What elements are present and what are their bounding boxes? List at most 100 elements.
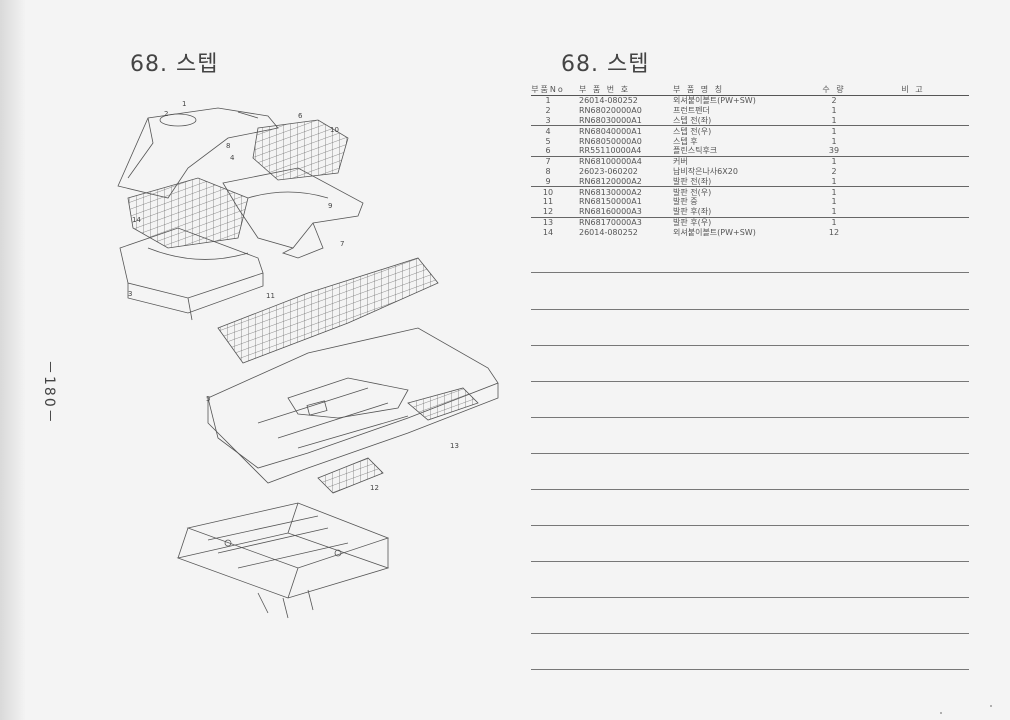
ruled-line bbox=[531, 633, 969, 634]
parts-table: 부품No 부 품 번 호 부 품 명 칭 수 량 비 고 1 26014-0802… bbox=[531, 84, 969, 237]
callout-labels: 1 2 3 4 5 6 7 8 9 10 11 12 13 14 bbox=[128, 100, 459, 492]
callout-6: 6 bbox=[298, 112, 303, 120]
cell-part-number: RN68120000A2 bbox=[579, 176, 642, 186]
header-part-name: 부 품 명 칭 bbox=[673, 85, 725, 94]
cell-part-name: 납비작은나사6X20 bbox=[673, 166, 738, 176]
header-no: 부품No bbox=[531, 85, 565, 94]
cell-no: 1 bbox=[545, 96, 551, 106]
cell-part-number: RN68050000A0 bbox=[579, 136, 642, 146]
scan-speck bbox=[990, 705, 992, 707]
cell-part-name: 발판 전(우) bbox=[673, 187, 712, 197]
cell-part-name: 발판 후(우) bbox=[673, 217, 712, 227]
cell-quantity: 1 bbox=[831, 207, 837, 217]
cell-part-number: RN68100000A4 bbox=[579, 157, 642, 167]
ruled-line bbox=[531, 597, 969, 598]
table-row: 5 RN68050000A0 스텝 후 1 bbox=[531, 136, 969, 146]
cell-part-number: RN68130000A2 bbox=[579, 187, 642, 197]
frame-drawing bbox=[176, 502, 390, 619]
table-row: 4 RN68040000A1 스텝 전(우) 1 bbox=[531, 126, 969, 136]
callout-3: 3 bbox=[128, 290, 132, 298]
page-number: －180－ bbox=[41, 360, 57, 425]
rear-step-drawing bbox=[207, 257, 499, 484]
cell-quantity: 1 bbox=[831, 115, 837, 125]
cell-quantity: 1 bbox=[831, 106, 837, 116]
callout-13: 13 bbox=[450, 442, 459, 450]
header-quantity: 수 량 bbox=[822, 85, 846, 94]
cell-part-number: RN68150000A1 bbox=[579, 197, 642, 207]
header-part-number: 부 품 번 호 bbox=[579, 85, 631, 94]
cell-part-name: 발판 전(좌) bbox=[673, 176, 712, 186]
page-title-right: 68. 스텝 bbox=[561, 52, 650, 77]
callout-14: 14 bbox=[132, 216, 141, 224]
cell-part-number: RN68030000A1 bbox=[579, 115, 642, 125]
ruled-line bbox=[531, 272, 969, 273]
ruled-line bbox=[531, 669, 969, 670]
cell-part-name: 스텝 후 bbox=[673, 136, 698, 146]
cell-part-number: 26023-060202 bbox=[579, 166, 638, 176]
callout-4: 4 bbox=[230, 154, 235, 162]
parts-table-header: 부품No 부 품 번 호 부 품 명 칭 수 량 비 고 bbox=[531, 84, 969, 96]
table-row: 14 26014-080252 외셔붙이볼트(PW+SW) 12 bbox=[531, 227, 969, 237]
callout-10: 10 bbox=[330, 126, 339, 134]
cell-part-number: RN68160000A3 bbox=[579, 207, 642, 217]
cell-part-name: 프런트펜더 bbox=[673, 106, 710, 116]
table-row: 9 RN68120000A2 발판 전(좌) 1 bbox=[531, 176, 969, 188]
callout-8: 8 bbox=[226, 142, 230, 150]
callout-7: 7 bbox=[340, 240, 344, 248]
callout-11: 11 bbox=[266, 292, 275, 300]
table-row: 3 RN68030000A1 스텝 전(좌) 1 bbox=[531, 116, 969, 127]
cell-part-number: RN68020000A0 bbox=[579, 106, 642, 116]
cell-no: 5 bbox=[545, 136, 551, 146]
exploded-parts-diagram: 1 2 3 4 5 6 7 8 9 10 11 12 13 14 bbox=[117, 100, 499, 619]
scan-speck bbox=[940, 712, 942, 714]
cell-quantity: 1 bbox=[831, 197, 837, 207]
ruled-line bbox=[531, 489, 969, 490]
ruled-line bbox=[531, 453, 969, 454]
ruled-line bbox=[531, 561, 969, 562]
step-front-left-drawing bbox=[119, 177, 264, 321]
cell-part-name: 스텝 전(우) bbox=[673, 126, 712, 136]
cell-no: 3 bbox=[545, 115, 551, 125]
cell-part-number: 26014-080252 bbox=[579, 227, 638, 237]
callout-5: 5 bbox=[206, 395, 210, 403]
cell-quantity: 2 bbox=[831, 96, 837, 106]
cell-part-name: 플린스틱후크 bbox=[673, 146, 718, 156]
ruled-line bbox=[531, 525, 969, 526]
cell-quantity: 1 bbox=[831, 126, 837, 136]
cell-part-number: 26014-080252 bbox=[579, 96, 638, 106]
cell-no: 9 bbox=[545, 176, 551, 186]
cell-no: 14 bbox=[542, 227, 554, 237]
cell-part-number: RR55110000A4 bbox=[579, 146, 642, 156]
callout-1: 1 bbox=[182, 100, 186, 108]
cell-part-name: 커버 bbox=[673, 157, 688, 167]
page-title-left: 68. 스텝 bbox=[130, 52, 219, 77]
ruled-line bbox=[531, 417, 969, 418]
cell-no: 7 bbox=[545, 157, 551, 167]
cell-part-number: RN68170000A3 bbox=[579, 217, 642, 227]
cell-part-number: RN68040000A1 bbox=[579, 126, 642, 136]
rear-foot-plates-drawing bbox=[317, 387, 479, 494]
cell-no: 13 bbox=[542, 217, 554, 227]
cell-part-name: 발판 후(좌) bbox=[673, 207, 712, 217]
cell-part-name: 외셔붙이볼트(PW+SW) bbox=[673, 227, 756, 237]
ruled-line bbox=[531, 309, 969, 310]
callout-12: 12 bbox=[370, 484, 379, 492]
cell-quantity: 39 bbox=[828, 146, 840, 156]
cell-quantity: 12 bbox=[828, 227, 840, 237]
cell-quantity: 1 bbox=[831, 136, 837, 146]
cell-part-name: 스텝 전(좌) bbox=[673, 116, 712, 125]
cell-no: 4 bbox=[545, 126, 551, 136]
ruled-line bbox=[531, 381, 969, 382]
cell-no: 11 bbox=[542, 197, 554, 207]
cell-quantity: 2 bbox=[831, 166, 837, 176]
cell-no: 10 bbox=[542, 187, 554, 197]
cell-quantity: 1 bbox=[831, 176, 837, 186]
